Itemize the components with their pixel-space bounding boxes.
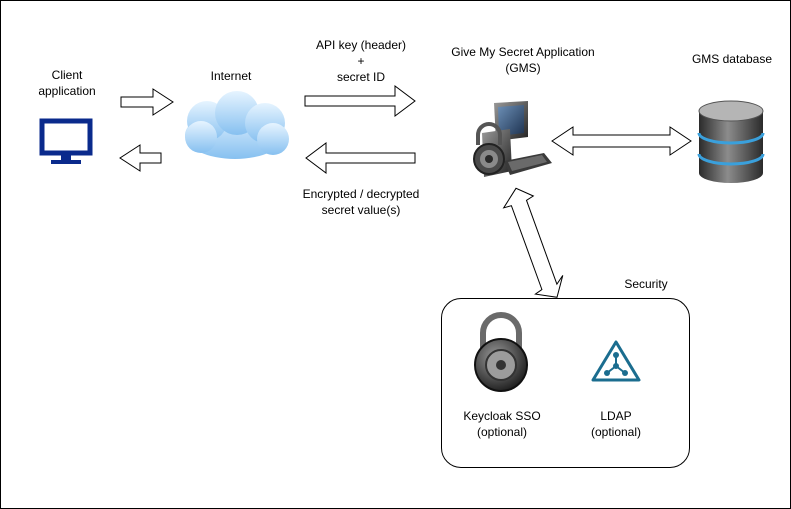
database-icon <box>697 100 765 183</box>
keycloak-label: Keycloak SSO (optional) <box>463 409 541 439</box>
client-application-label: Client application <box>38 68 96 98</box>
request-label: API key (header) + secret ID <box>315 38 407 84</box>
security-title: Security <box>624 277 668 291</box>
request-arrow <box>304 85 416 117</box>
ldap-icon <box>591 340 641 382</box>
padlock-icon <box>474 312 528 392</box>
secure-computer-icon <box>473 101 552 177</box>
gms-security-arrow <box>502 187 564 298</box>
internet-label: Internet <box>210 69 252 83</box>
client-to-internet-arrow <box>120 88 174 116</box>
database-label: GMS database <box>691 52 773 66</box>
gms-database-arrow <box>551 126 692 156</box>
monitor-icon <box>39 118 93 164</box>
internet-to-client-arrow <box>119 144 162 172</box>
ldap-label: LDAP (optional) <box>590 409 642 439</box>
response-arrow <box>305 142 416 174</box>
cloud-icon <box>185 91 289 159</box>
response-label: Encrypted / decrypted secret value(s) <box>302 187 420 217</box>
gms-label: Give My Secret Application (GMS) <box>451 45 595 75</box>
security-group <box>441 298 690 468</box>
